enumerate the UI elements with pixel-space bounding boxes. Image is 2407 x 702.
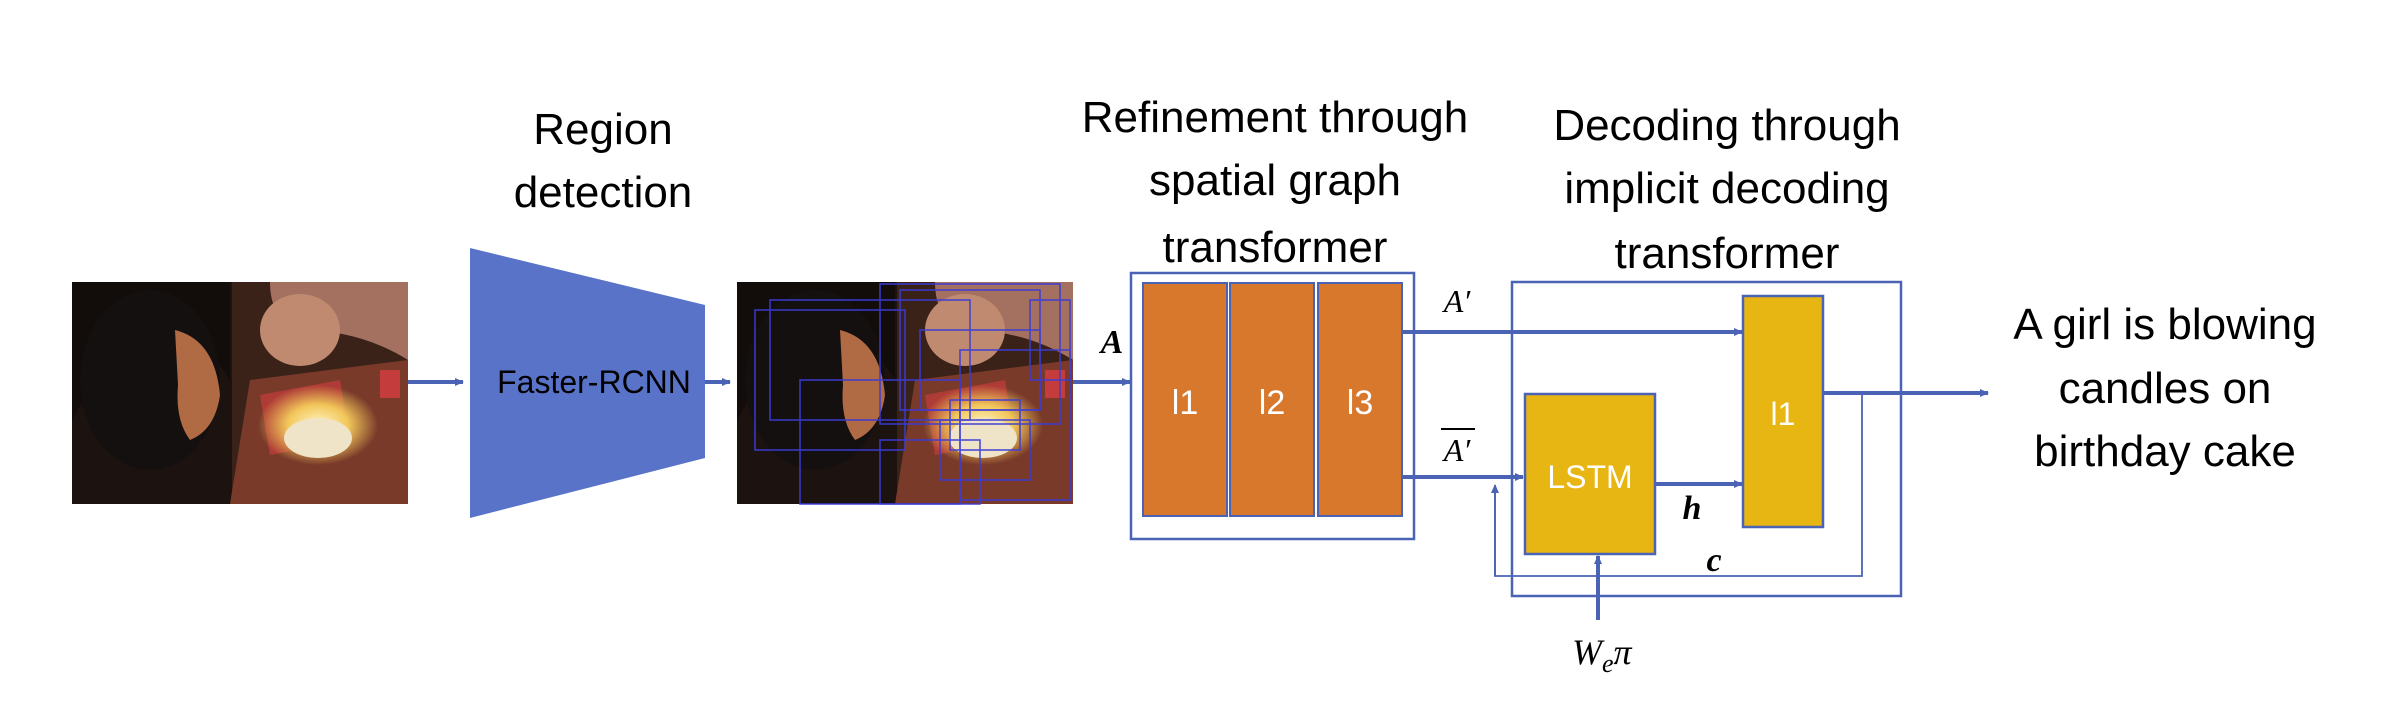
lstm-label: LSTM xyxy=(1547,459,1632,495)
faster-rcnn-label: Faster-RCNN xyxy=(497,364,691,400)
refinement-layer-l3-label: l3 xyxy=(1347,384,1373,422)
caption-line1: A girl is blowing xyxy=(2013,300,2316,349)
decoding-container xyxy=(1510,280,1903,598)
refinement-layer-l1-label: l1 xyxy=(1172,384,1198,422)
refinement-title-line2: spatial graph xyxy=(1149,156,1401,205)
symbol-A-bar-prime: A′ xyxy=(1442,432,1472,468)
refinement-title-line1: Refinement through xyxy=(1082,93,1468,142)
decoding-title-line3: transformer xyxy=(1615,229,1840,278)
refinement-container xyxy=(1129,271,1416,541)
caption-line3: birthday cake xyxy=(2034,427,2296,476)
symbol-A: A xyxy=(1099,324,1124,361)
symbol-W-e-pi: Weπ xyxy=(1572,632,1633,678)
faster-rcnn-funnel xyxy=(470,248,705,518)
decoder-layer-l1 xyxy=(1741,294,1825,529)
symbol-c: c xyxy=(1706,542,1721,579)
decoding-title-line1: Decoding through xyxy=(1553,101,1900,150)
decoding-title-line2: implicit decoding xyxy=(1564,164,1889,213)
refinement-layer-l3 xyxy=(1317,282,1403,517)
detected-regions-photo-icon xyxy=(737,282,1073,505)
symbol-h: h xyxy=(1683,490,1702,527)
refinement-title-line3: transformer xyxy=(1163,223,1388,272)
decoder-layer-l1-label: l1 xyxy=(1771,396,1796,432)
region-detection-title-line1: Region xyxy=(533,105,672,154)
refinement-layer-l2 xyxy=(1229,282,1315,517)
region-detection-title-line2: detection xyxy=(514,168,693,217)
input-photo-icon xyxy=(72,282,408,504)
symbol-A-prime: A′ xyxy=(1442,283,1472,319)
caption-line2: candles on xyxy=(2059,364,2272,413)
refinement-layer-l1 xyxy=(1142,282,1228,517)
refinement-layer-l2-label: l2 xyxy=(1259,384,1285,422)
lstm-block xyxy=(1523,392,1657,556)
